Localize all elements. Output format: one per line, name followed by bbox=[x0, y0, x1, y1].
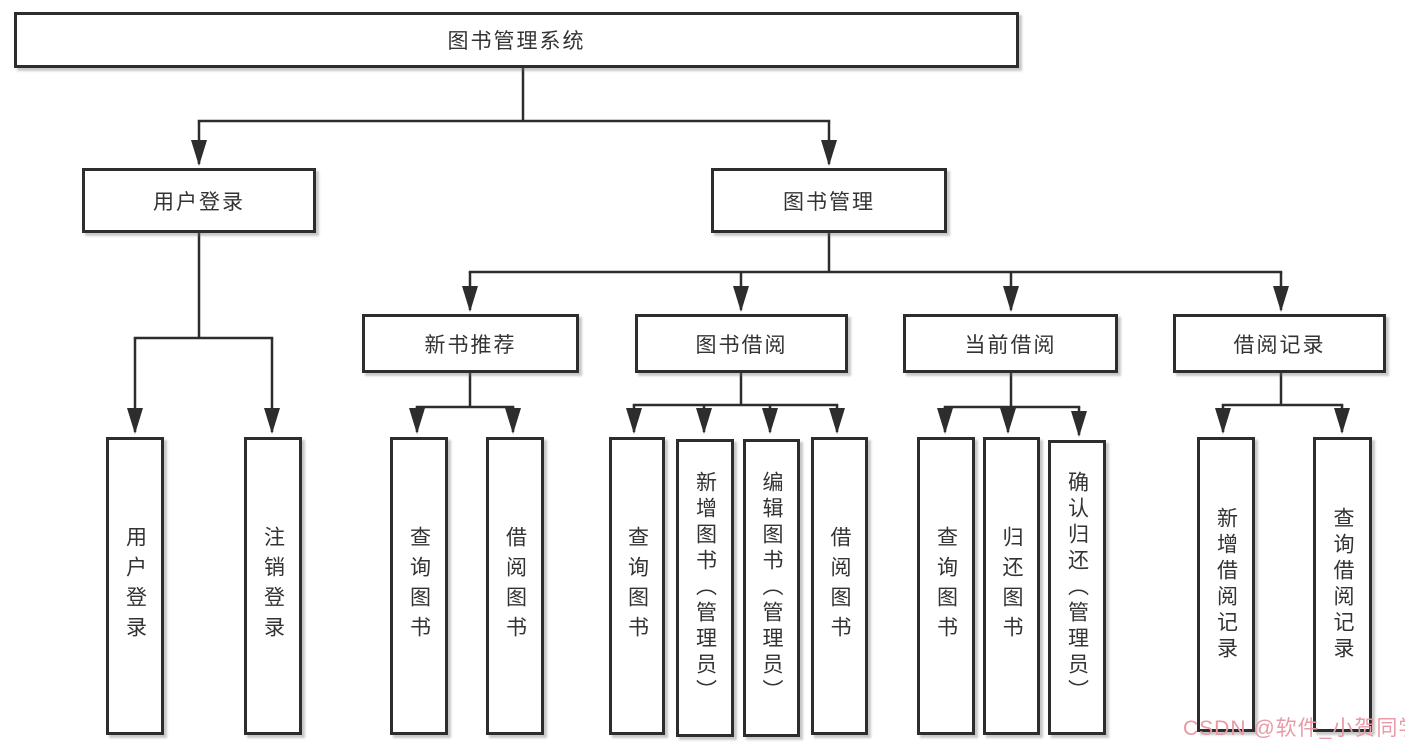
leaf-label: 用户登录 bbox=[123, 526, 147, 646]
csdn-watermark: CSDN @软件_小贺同学 bbox=[1183, 717, 1405, 740]
connector-new-book-branch bbox=[409, 373, 521, 434]
connector-borrowing-records-branch bbox=[1215, 373, 1350, 434]
node-label: 当前借阅 bbox=[964, 333, 1057, 357]
leaf-label: 新增图书（管理员） bbox=[693, 471, 717, 705]
connector-user-login-branch bbox=[127, 233, 280, 434]
leaf-query-borrowing-record: 查询借阅记录 bbox=[1313, 437, 1372, 732]
leaf-label: 注销登录 bbox=[261, 526, 285, 646]
leaf-add-book-admin: 新增图书（管理员） bbox=[676, 439, 734, 737]
leaf-label: 查询图书 bbox=[934, 526, 958, 646]
node-label: 图书管理系统 bbox=[447, 30, 586, 53]
connector-book-borrowing-branch bbox=[626, 373, 845, 434]
leaf-borrow-books-borrowing: 借阅图书 bbox=[811, 437, 868, 735]
leaf-query-books-recommend: 查询图书 bbox=[390, 437, 448, 735]
connector-root-to-level2 bbox=[191, 68, 837, 166]
node-user-login: 用户登录 bbox=[82, 168, 316, 233]
leaf-label: 确认归还（管理员） bbox=[1065, 470, 1089, 705]
leaf-query-books-borrowing: 查询图书 bbox=[609, 437, 665, 735]
node-label: 图书借阅 bbox=[695, 333, 788, 357]
leaf-label: 查询图书 bbox=[407, 526, 431, 646]
leaf-user-login: 用户登录 bbox=[106, 437, 164, 735]
connector-current-borrowing-branch bbox=[937, 373, 1087, 437]
leaf-return-books: 归还图书 bbox=[983, 437, 1040, 735]
leaf-label: 查询借阅记录 bbox=[1331, 506, 1354, 663]
leaf-label: 新增借阅记录 bbox=[1214, 506, 1238, 663]
node-book-management: 图书管理 bbox=[711, 168, 947, 233]
node-label: 借阅记录 bbox=[1233, 333, 1326, 357]
connector-book-management-branch bbox=[462, 233, 1289, 312]
leaf-edit-book-admin: 编辑图书（管理员） bbox=[743, 439, 800, 737]
node-library-management-system: 图书管理系统 bbox=[14, 12, 1019, 68]
leaf-label: 借阅图书 bbox=[828, 526, 851, 646]
node-book-borrowing: 图书借阅 bbox=[635, 314, 848, 373]
leaf-query-books-current: 查询图书 bbox=[917, 437, 975, 735]
node-new-book-recommendation: 新书推荐 bbox=[362, 314, 579, 373]
leaf-confirm-return-admin: 确认归还（管理员） bbox=[1048, 440, 1106, 735]
leaf-borrow-books-recommend: 借阅图书 bbox=[486, 437, 544, 735]
node-label: 新书推荐 bbox=[424, 333, 517, 357]
node-label: 图书管理 bbox=[783, 190, 875, 214]
node-current-borrowing: 当前借阅 bbox=[903, 314, 1118, 373]
leaf-label: 编辑图书（管理员） bbox=[760, 471, 783, 705]
node-label: 用户登录 bbox=[153, 190, 245, 214]
leaf-label: 归还图书 bbox=[1000, 526, 1023, 646]
leaf-add-borrowing-record: 新增借阅记录 bbox=[1197, 437, 1255, 732]
leaf-label: 查询图书 bbox=[625, 526, 649, 646]
node-borrowing-records: 借阅记录 bbox=[1173, 314, 1386, 373]
leaf-logout-login: 注销登录 bbox=[244, 437, 302, 735]
leaf-label: 借阅图书 bbox=[503, 526, 527, 646]
